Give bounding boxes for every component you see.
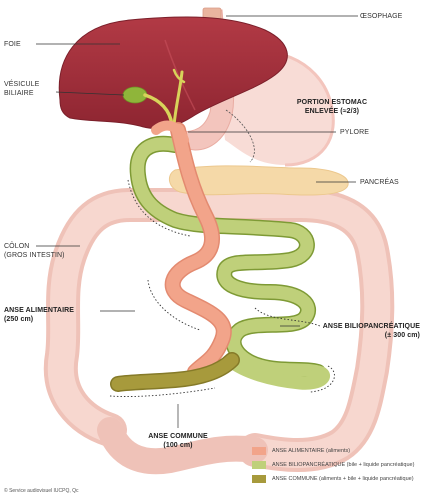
legend-item-biliopancreatic: ANSE BILIOPANCRÉATIQUE (bile + liquide p…: [252, 460, 422, 471]
legend-item-common: ANSE COMMUNE (aliments + bile + liquide …: [252, 474, 422, 485]
label-liver: FOIE: [4, 41, 21, 48]
colon: [43, 188, 395, 475]
legend-swatch-alimentary: [252, 447, 266, 455]
alimentary-loop: [151, 120, 232, 380]
legend-swatch-common: [252, 475, 266, 483]
loop-outlines: [109, 179, 335, 397]
label-biliopancreatic-loop-line2: (± 300 cm): [384, 332, 420, 339]
common-loop: [110, 352, 240, 392]
label-pancreas: PANCRÉAS: [360, 179, 399, 186]
label-pylorus: PYLORE: [340, 129, 369, 136]
label-alimentary-loop-line2: (250 cm): [4, 316, 34, 323]
label-oesophagus: ŒSOPHAGE: [360, 13, 403, 20]
pancreas: [168, 165, 349, 196]
leader-lines: [36, 15, 358, 428]
legend-label-common: ANSE COMMUNE (aliments + bile + liquide …: [272, 476, 414, 482]
label-removed-stomach: PORTION ESTOMAC ENLEVÉE (≈2/3): [276, 98, 388, 116]
label-alimentary-loop-line1: ANSE ALIMENTAIRE: [4, 307, 75, 314]
label-common-loop-line1: ANSE COMMUNE: [148, 433, 208, 440]
label-removed-stomach-line1: PORTION ESTOMAC: [296, 99, 368, 106]
label-common-loop: ANSE COMMUNE (100 cm): [133, 432, 223, 450]
label-colon-line1: CÔLON: [4, 243, 30, 250]
gallbladder: [122, 68, 186, 142]
label-colon-line2: (GROS INTESTIN): [4, 252, 65, 259]
legend-item-alimentary: ANSE ALIMENTAIRE (aliments): [252, 446, 422, 457]
label-gallbladder-line1: VÉSICULE: [4, 81, 40, 88]
label-gallbladder-line2: BILIAIRE: [4, 90, 34, 97]
label-gallbladder: VÉSICULE BILIAIRE: [4, 80, 39, 98]
biliopancreatic-loop: [129, 135, 330, 390]
legend-swatch-biliopancreatic: [252, 461, 266, 469]
label-removed-stomach-line2: ENLEVÉE (≈2/3): [304, 108, 360, 115]
legend: ANSE ALIMENTAIRE (aliments) ANSE BILIOPA…: [252, 446, 422, 488]
label-biliopancreatic-loop-line1: ANSE BILIOPANCRÉATIQUE: [322, 323, 420, 330]
legend-label-alimentary: ANSE ALIMENTAIRE (aliments): [272, 448, 351, 454]
credit-text: © Service audiovisuel IUCPQ, Qc: [4, 488, 79, 494]
label-colon: CÔLON (GROS INTESTIN): [4, 242, 65, 260]
label-biliopancreatic-loop: ANSE BILIOPANCRÉATIQUE (± 300 cm): [302, 322, 420, 340]
label-alimentary-loop: ANSE ALIMENTAIRE (250 cm): [4, 306, 74, 324]
legend-label-biliopancreatic: ANSE BILIOPANCRÉATIQUE (bile + liquide p…: [272, 462, 415, 468]
label-common-loop-line2: (100 cm): [163, 442, 193, 449]
